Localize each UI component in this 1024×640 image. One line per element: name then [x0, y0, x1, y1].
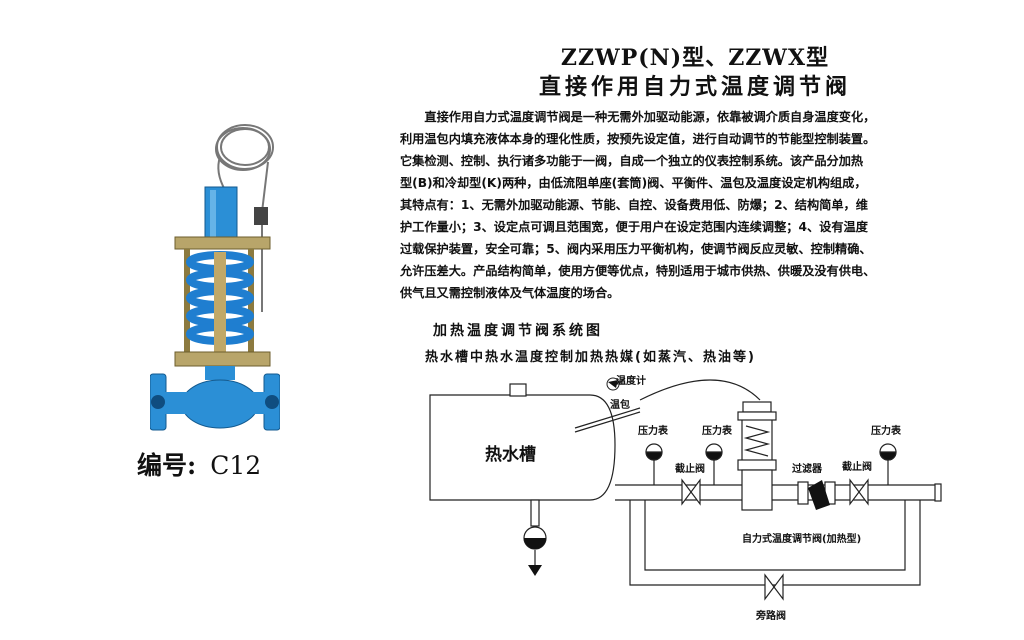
pressure-gauge-label-3: 压力表 — [871, 426, 901, 437]
pressure-gauge-label-1: 压力表 — [638, 426, 668, 437]
diagram-subtitle: 热水槽中热水温度控制加热热媒(如蒸汽、热油等) — [425, 350, 756, 365]
description-line: 直接作用自力式温度调节阀是一种无需外加驱动能源，依靠被调介质自身温度变化， — [424, 110, 876, 124]
description-line: 供气且又需控制液体及气体温度的场合。 — [400, 286, 620, 300]
model-title: ZZWP(N)型、ZZWX型 — [560, 45, 830, 71]
product-photo — [149, 112, 281, 442]
description-line: 利用温包内填充液体本身的理化性质，按预先设定值，进行自动调节的节能型控制装置。 — [400, 132, 876, 146]
system-diagram: 热水槽 温度计 温包 压力表 压力表 压力表 截止阀 截止阀 过滤器 自力式温度… — [420, 360, 960, 640]
filter-label: 过滤器 — [792, 464, 822, 475]
description-line: 过载保护装置，安全可靠；5、阀内采用压力平衡机构，使调节阀反应灵敏、控制精确、 — [400, 242, 872, 256]
tank-label: 热水槽 — [485, 445, 536, 465]
bypass-valve-label: 旁路阀 — [756, 611, 786, 622]
description-line: 它集检测、控制、执行诸多功能于一阀，自成一个独立的仪表控制系统。该产品分加热 — [400, 154, 864, 168]
regulator-label: 自力式温度调节阀(加热型) — [742, 534, 862, 545]
description-line: 型(B)和冷却型(K)两种，由低流阻单座(套筒)阀、平衡件、温包及温度设定机构组… — [400, 176, 867, 190]
page-title: 直接作用自力式温度调节阀 — [538, 74, 851, 100]
diagram-title: 加热温度调节阀系统图 — [433, 323, 603, 339]
stop-valve-label-1: 截止阀 — [675, 464, 705, 475]
description-line: 允许压差大。产品结构简单，使用方便等优点，特别适用于城市供热、供暖及没有供电、 — [400, 264, 876, 278]
description: 直接作用自力式温度调节阀是一种无需外加驱动能源，依靠被调介质自身温度变化， 利用… — [400, 106, 990, 304]
pressure-gauge-label-2: 压力表 — [702, 426, 732, 437]
description-line: 护工作量小；3、设定点可调且范围宽，便于用户在设定范围内连续调整；4、设有温度 — [400, 220, 868, 234]
description-line: 其特点有：1、无需外加驱动能源、节能、自控、设备费用低、防爆；2、结构简单，维 — [400, 198, 868, 212]
product-code-value: C12 — [210, 451, 262, 480]
stop-valve-label-2: 截止阀 — [842, 462, 872, 473]
product-code-label: 编号: — [137, 451, 197, 480]
thermometer-label: 温度计 — [616, 376, 646, 387]
bulb-label: 温包 — [610, 400, 630, 411]
product-code: 编号: C12 — [137, 446, 261, 482]
